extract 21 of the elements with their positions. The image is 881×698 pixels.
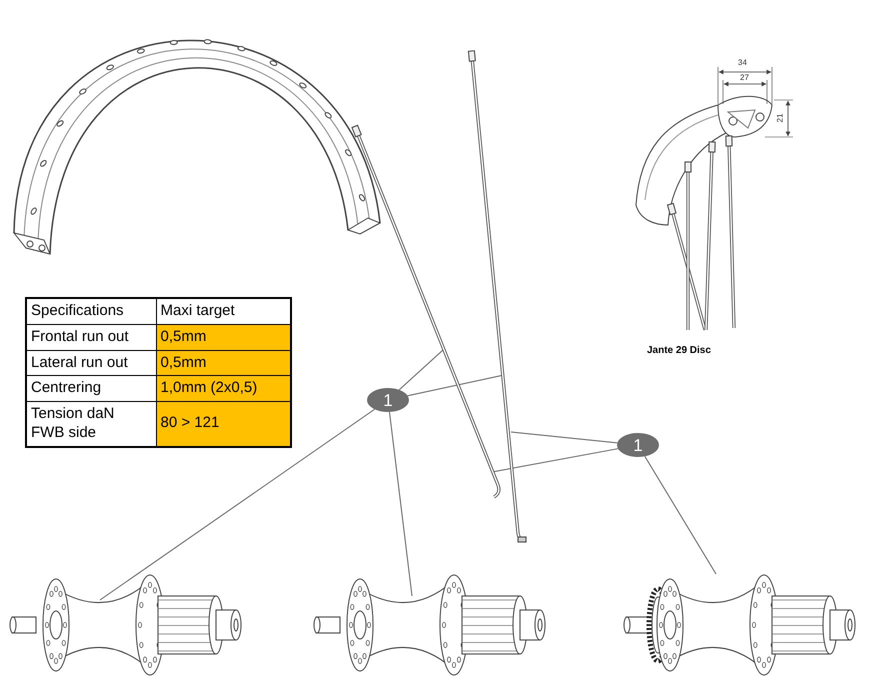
table-header-cell: Specifications <box>26 298 156 324</box>
table-cell: Frontal run out <box>26 324 156 350</box>
dimension-label: 34 <box>738 59 747 67</box>
leader-line <box>510 432 618 444</box>
callout-number: 1 <box>617 433 659 457</box>
table-cell: 0,5mm <box>156 350 291 376</box>
dimension-label: 27 <box>740 74 749 82</box>
table-cell: 80 > 121 <box>156 402 291 446</box>
table-cell: Lateral run out <box>26 350 156 376</box>
drawing-caption: Jante 29 Disc <box>647 344 711 358</box>
table-cell: Tension daN FWB side <box>26 402 156 446</box>
table-cell: Centrering <box>26 376 156 402</box>
leader-line <box>644 456 716 574</box>
table-cell: 0,5mm <box>156 324 291 350</box>
table-cell: 1,0mm (2x0,5) <box>156 376 291 402</box>
leader-line <box>100 408 376 600</box>
leader-line <box>388 411 412 596</box>
leader-line <box>398 350 444 390</box>
leader-line <box>492 448 619 472</box>
dimension-label: 21 <box>776 114 784 122</box>
table-header-cell: Maxi target <box>156 298 291 324</box>
